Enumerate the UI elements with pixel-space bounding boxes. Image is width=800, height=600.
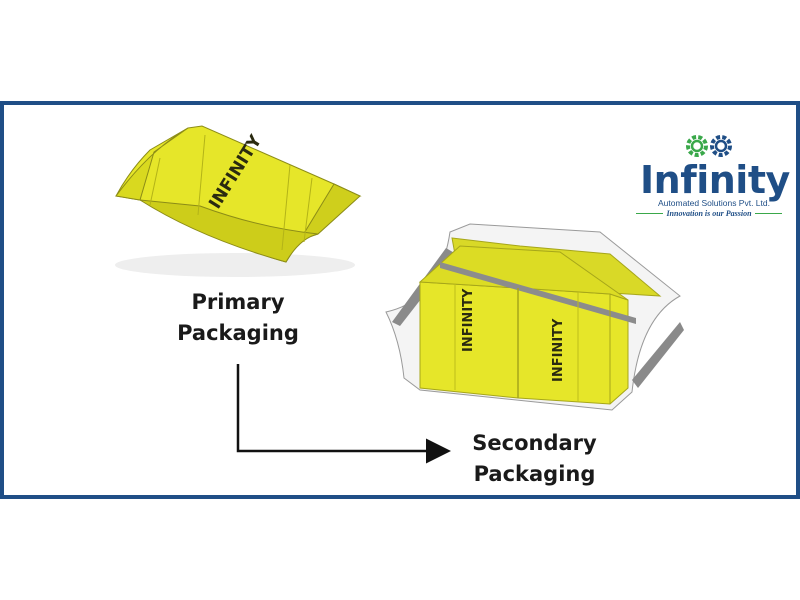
secondary-label-line1: Secondary	[472, 431, 597, 455]
secondary-packaging-label: Secondary Packaging	[452, 428, 617, 490]
logo-company-name: Automated Solutions Pvt. Ltd.	[658, 198, 770, 208]
bundle-print-text-right: INFINITY	[551, 318, 566, 382]
tagline-rule-right	[754, 212, 783, 215]
secondary-label-line2: Packaging	[473, 462, 596, 486]
secondary-bundle-image: INFINITY INFINITY	[385, 223, 684, 411]
logo-wordmark: Infinity	[640, 158, 790, 202]
bundle-print-text-left: INFINITY	[461, 288, 476, 352]
logo-tagline: Innovation is our Passion	[636, 209, 783, 218]
company-logo: Infinity Automated Solutions Pvt. Ltd. I…	[636, 131, 790, 223]
primary-packaging-label: Primary Packaging	[158, 287, 318, 349]
tagline-rule-left	[636, 212, 664, 215]
primary-pouch-image: INFINITY	[115, 125, 362, 277]
primary-label-line1: Primary	[191, 290, 285, 314]
flow-arrow	[236, 364, 451, 464]
primary-label-line2: Packaging	[177, 321, 299, 345]
logo-tagline-text: Innovation is our Passion	[666, 209, 752, 218]
gear-infinity-icon	[686, 135, 732, 157]
